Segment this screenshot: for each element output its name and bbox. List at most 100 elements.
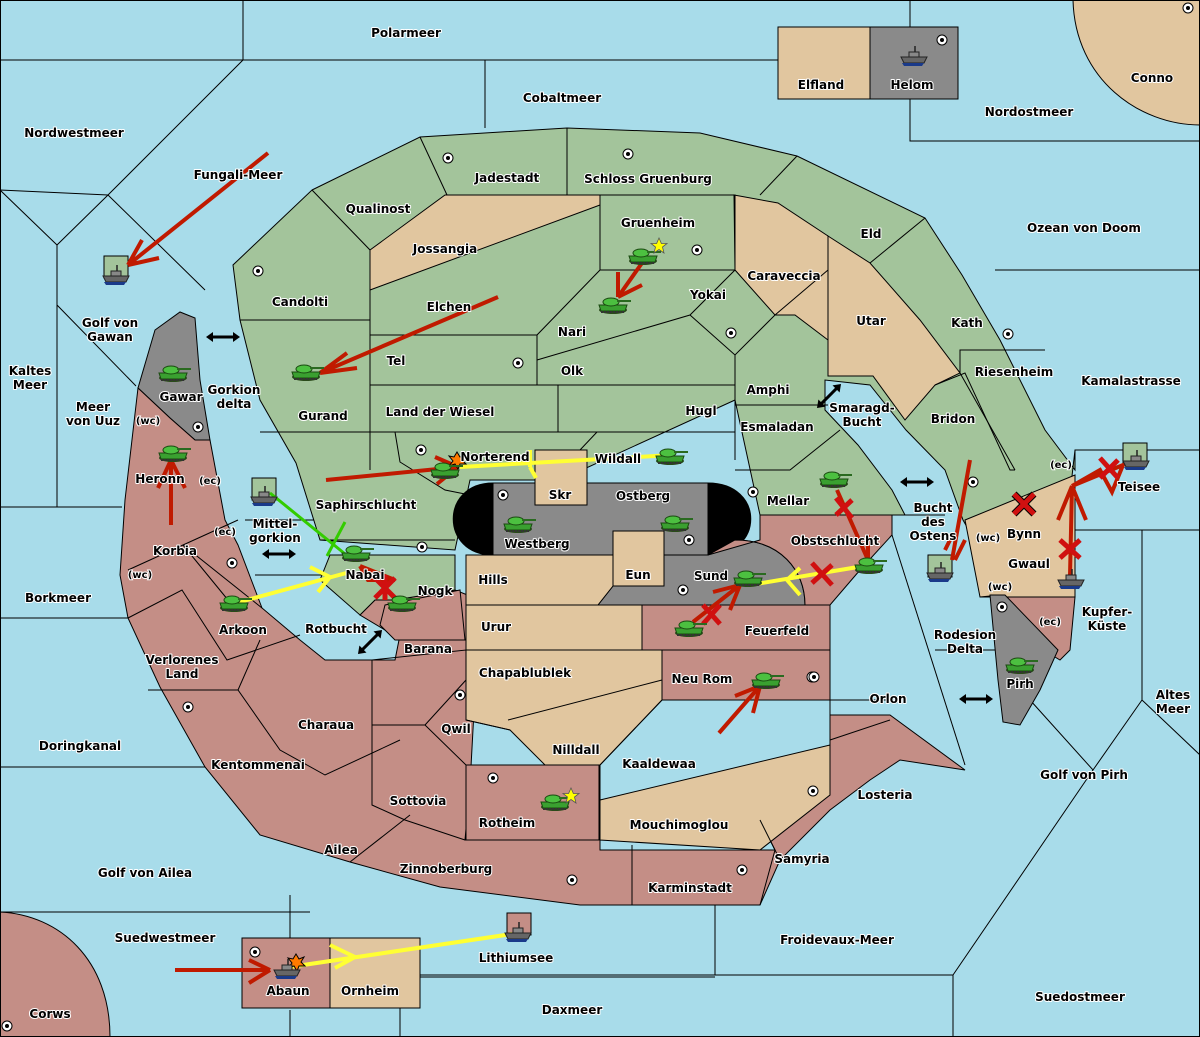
sea-label: Golf von Pirh	[1040, 768, 1128, 782]
supply-center-icon	[677, 584, 689, 596]
land-label: Charaua	[298, 718, 354, 732]
land-label: Skr	[549, 488, 572, 502]
supply-center-icon	[936, 34, 948, 46]
sea-label: Golf von	[82, 316, 138, 330]
land-label: Chapablublek	[479, 666, 572, 680]
supply-center-icon	[725, 327, 737, 339]
supply-center-icon	[415, 444, 427, 456]
supply-center-icon	[1002, 328, 1014, 340]
land-label: Elchen	[427, 300, 472, 314]
land-label: Yokai	[689, 288, 726, 302]
coast-label: (ec)	[1050, 460, 1072, 471]
land-label: Esmaladan	[740, 420, 813, 434]
land-label: Nari	[558, 325, 586, 339]
land-label: Gruenheim	[621, 216, 695, 230]
coast-label: (wc)	[988, 582, 1012, 593]
orders	[126, 151, 1127, 985]
land-label: Gurand	[298, 409, 348, 423]
land-label: Hills	[478, 573, 508, 587]
sea-label: Bucht	[913, 501, 952, 515]
land-label: Hugl	[685, 404, 716, 418]
coast-label: (ec)	[199, 476, 221, 487]
territory-bynn[interactable]	[964, 474, 1076, 598]
land-label: Ailea	[324, 843, 358, 857]
sea-label: Golf von Ailea	[98, 866, 192, 880]
land-label: Helom	[890, 78, 933, 92]
sea-label: Froidevaux-Meer	[780, 933, 894, 947]
land-label: Tel	[387, 354, 406, 368]
land-label: Arkoon	[219, 623, 267, 637]
sea-label: Smaragd-	[829, 401, 894, 415]
land-label: Riesenheim	[975, 365, 1054, 379]
sea-label: Bucht	[842, 415, 881, 429]
sea-label: Ostens	[910, 529, 957, 543]
land-label: Sund	[694, 569, 728, 583]
land-label: Verlorenes	[146, 653, 219, 667]
land-label: Wildall	[595, 452, 641, 466]
land-label: Amphi	[746, 383, 789, 397]
land-label: Conno	[1131, 71, 1173, 85]
territory-skr[interactable]	[534, 449, 588, 506]
land-label: Abaun	[266, 984, 309, 998]
supply-center-icon	[747, 486, 759, 498]
sea-label: Nordwestmeer	[24, 126, 124, 140]
land-label: Nogk	[418, 584, 454, 598]
coast-label: (wc)	[128, 570, 152, 581]
sea-label: Cobaltmeer	[523, 91, 601, 105]
land-label: Land	[166, 667, 199, 681]
territory-corws[interactable]	[0, 911, 111, 1037]
land-label: Rotheim	[479, 816, 536, 830]
land-label: Gwaul	[1008, 557, 1050, 571]
land-label: Obstschlucht	[791, 534, 880, 548]
territory-caraveccia[interactable]	[733, 194, 829, 342]
land-label: Kaaldewaa	[622, 757, 696, 771]
supply-center-icon	[442, 152, 454, 164]
territory-conno[interactable]	[1072, 0, 1200, 126]
supply-center-icon	[808, 671, 820, 683]
supply-center-icon	[691, 244, 703, 256]
supply-center-icon	[512, 357, 524, 369]
coast-label: (ec)	[214, 527, 236, 538]
supply-center-icon	[967, 476, 979, 488]
sea-label: Ozean von Doom	[1027, 221, 1141, 235]
sea-label: Mittel-	[253, 517, 298, 531]
supply-center-icon	[566, 874, 578, 886]
land-label: Ornheim	[341, 984, 399, 998]
supply-center-icon	[622, 148, 634, 160]
land-label: Kentommenai	[211, 758, 305, 772]
sea-label: Suedwestmeer	[115, 931, 216, 945]
coast-label: (wc)	[136, 416, 160, 427]
sea-label: Meer	[76, 400, 110, 414]
sea-label: Gawan	[87, 330, 133, 344]
land-label: Qualinost	[346, 202, 411, 216]
land-label: Land der Wiesel	[386, 405, 495, 419]
supply-center-icon	[736, 864, 748, 876]
land-label: Zinnoberburg	[400, 862, 492, 876]
sea-label: Meer	[13, 378, 47, 392]
territory-eun[interactable]	[612, 530, 665, 587]
land-label: Feuerfeld	[745, 624, 810, 638]
sea-label: Altes	[1156, 688, 1190, 702]
sea-label: Kamalastrasse	[1081, 374, 1181, 388]
land-label: Schloss Gruenburg	[584, 172, 712, 186]
land-label: Olk	[561, 364, 584, 378]
impassable-west	[452, 482, 494, 556]
coast-label: (ec)	[1039, 617, 1061, 628]
land-label: Sottovia	[390, 794, 447, 808]
supply-center-icon	[252, 265, 264, 277]
land-label: Saphirschlucht	[316, 498, 417, 512]
land-label: Barana	[404, 642, 452, 656]
land-label: Candolti	[272, 295, 328, 309]
sea-label: des	[921, 515, 945, 529]
coast-label: (wc)	[976, 533, 1000, 544]
sea-label: Delta	[947, 642, 983, 656]
supply-center-icon	[996, 601, 1008, 613]
land-label: Neu Rom	[672, 672, 733, 686]
land-label: Bridon	[931, 412, 976, 426]
land-label: Heronn	[135, 472, 184, 486]
territory-obstschlucht[interactable]	[707, 514, 893, 606]
land-label: Urur	[481, 620, 511, 634]
sea-label: Nordostmeer	[985, 105, 1074, 119]
sea-label: Teisee	[1118, 480, 1160, 494]
